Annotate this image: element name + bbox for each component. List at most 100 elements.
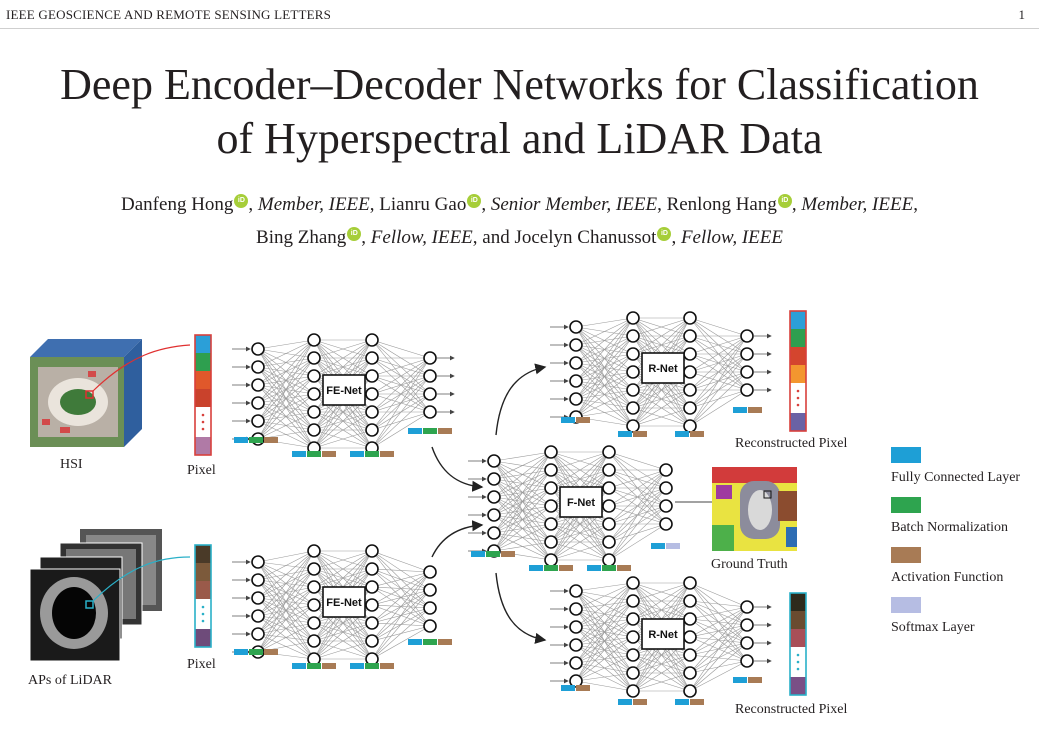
layer-code-bar <box>292 451 306 457</box>
layer-code-bar <box>234 649 248 655</box>
network-node <box>740 383 754 397</box>
layer-code-bar <box>249 437 263 443</box>
pixel-band <box>195 371 211 389</box>
net-box <box>322 586 366 618</box>
network-node <box>683 648 697 662</box>
pixel-band <box>195 335 211 353</box>
orcid-icon: iD <box>467 194 482 208</box>
network-edge <box>632 407 691 427</box>
ellipsis-dot <box>796 389 800 393</box>
network-node <box>487 472 501 486</box>
layer-code-bar <box>733 407 747 413</box>
network-edge <box>257 586 315 653</box>
network-edge <box>493 523 552 552</box>
network-node <box>423 583 437 597</box>
network-node <box>569 656 583 670</box>
layer-code-bar <box>618 699 632 705</box>
network-edge <box>493 451 552 498</box>
net-label: FE-Net <box>326 385 362 397</box>
network-node <box>683 401 697 415</box>
ellipsis-dot <box>796 396 800 400</box>
network-node <box>487 526 501 540</box>
network-node <box>423 405 437 419</box>
lidar-stack-image <box>29 529 191 662</box>
network-node <box>487 454 501 468</box>
network-edge <box>257 339 315 440</box>
network-node <box>365 544 379 558</box>
author-name: Danfeng Hong <box>121 194 234 215</box>
layer-code-bar <box>633 431 647 437</box>
ellipsis-dot <box>796 660 800 664</box>
legend-swatch <box>891 447 921 463</box>
network-edge <box>371 571 431 588</box>
pixel-band <box>790 593 806 611</box>
legend-label: Softmax Layer <box>891 620 975 635</box>
r-net-bottom: R-Net <box>550 576 772 705</box>
network-node <box>544 535 558 549</box>
network-node <box>307 387 321 401</box>
network-edge <box>575 582 634 592</box>
layer-code-bar <box>264 437 278 443</box>
network-edge <box>608 469 667 525</box>
network-node <box>251 609 265 623</box>
network-edge <box>313 550 373 570</box>
network-node <box>251 378 265 392</box>
network-node <box>602 463 616 477</box>
network-node <box>569 602 583 616</box>
layer-code-bar <box>675 699 689 705</box>
network-edge <box>575 335 634 418</box>
network-edge <box>689 335 748 373</box>
network-edge <box>493 451 552 462</box>
network-edge <box>371 357 431 377</box>
network-node <box>683 630 697 644</box>
pixel-band <box>195 581 211 599</box>
ellipsis-dot <box>201 420 205 424</box>
pixel-band <box>195 629 211 647</box>
author-affiliation: Fellow, IEEE <box>680 227 783 248</box>
network-edge <box>550 523 610 561</box>
network-edge <box>575 672 634 682</box>
network-edge <box>632 654 691 692</box>
network-node <box>602 535 616 549</box>
layer-code-bar <box>544 565 558 571</box>
pixel-label-top: Pixel <box>187 463 216 478</box>
network-node <box>251 396 265 410</box>
network-edge <box>608 469 667 561</box>
network-node <box>307 580 321 594</box>
network-edge <box>575 317 634 418</box>
layer-code-bar <box>408 428 422 434</box>
layer-code-bar <box>423 639 437 645</box>
network-node <box>365 562 379 576</box>
network-edge <box>257 550 315 635</box>
legend-swatch <box>891 547 921 563</box>
network-node <box>307 544 321 558</box>
layer-code-bar <box>690 431 704 437</box>
network-node <box>626 648 640 662</box>
network-edge <box>608 523 667 561</box>
network-node <box>626 311 640 325</box>
network-node <box>544 463 558 477</box>
layer-code-bar <box>559 565 573 571</box>
network-node <box>307 634 321 648</box>
network-edge <box>371 571 431 624</box>
net-label: R-Net <box>648 363 678 375</box>
r-net-top: R-Net <box>550 311 772 437</box>
network-node <box>683 329 697 343</box>
reconstructed-pixel-vector-bottom <box>789 592 807 696</box>
layer-code-bar <box>618 431 632 437</box>
ellipsis-dot <box>796 403 800 407</box>
network-edge <box>608 487 667 561</box>
network-edge <box>608 505 667 561</box>
layer-code-bar <box>365 451 379 457</box>
network-edge <box>575 389 634 418</box>
network-edge <box>257 411 315 440</box>
fusion-net: F-Net <box>468 445 680 571</box>
layer-code-bar <box>675 431 689 437</box>
network-edge <box>257 393 315 440</box>
network-edge <box>257 550 315 581</box>
network-node <box>251 342 265 356</box>
author-affiliation: Fellow, IEEE <box>370 227 473 248</box>
pixel-vector-border <box>194 544 212 648</box>
